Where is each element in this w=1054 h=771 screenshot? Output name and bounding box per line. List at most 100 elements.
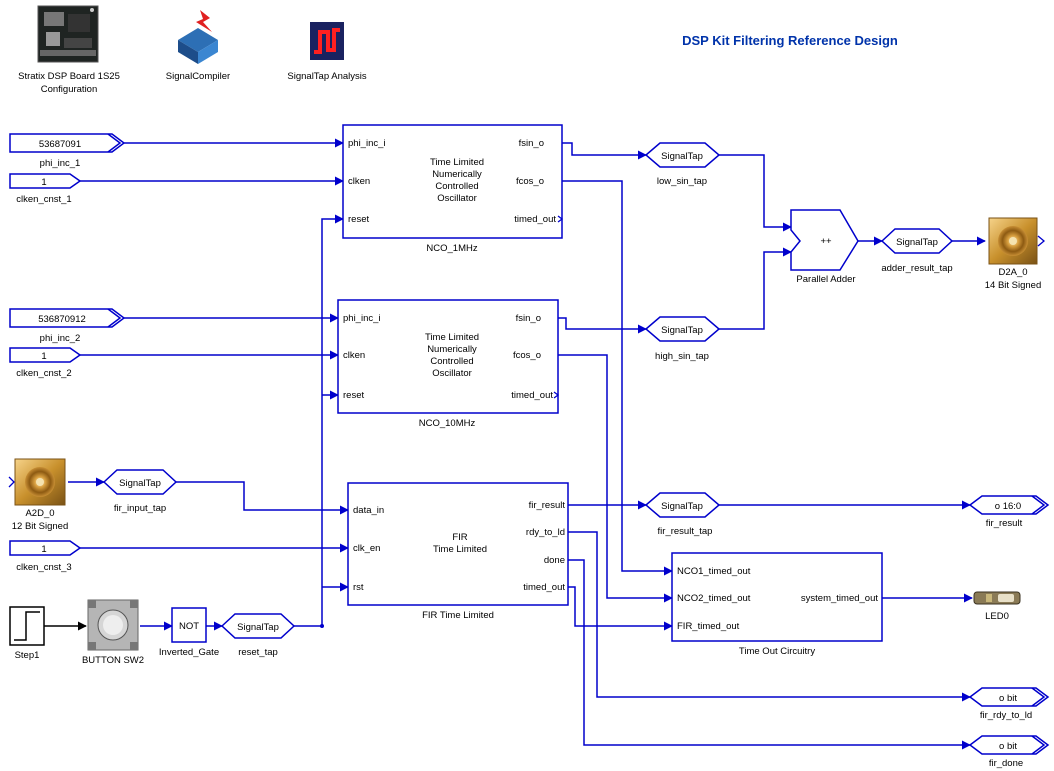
a2d-name: A2D_0	[25, 508, 54, 519]
output-fir-rdy-name: fir_rdy_to_ld	[980, 710, 1032, 721]
fir-result-tap-text: SignalTap	[661, 501, 703, 512]
board-label-2: Configuration	[41, 84, 98, 95]
signaltap-fir-result[interactable]: SignalTap	[646, 493, 719, 517]
a2d-sub: 12 Bit Signed	[12, 521, 69, 532]
fir-name: FIR Time Limited	[422, 610, 494, 621]
nco2-out-fcos: fcos_o	[513, 350, 541, 361]
fir-input-tap-name: fir_input_tap	[114, 503, 166, 514]
nco1-out-fsin: fsin_o	[519, 138, 544, 149]
fir-desc-2: Time Limited	[433, 544, 487, 555]
signaltap-label: SignalTap Analysis	[287, 71, 366, 82]
parallel-adder[interactable]: ++	[791, 210, 858, 270]
fir-in-rst: rst	[353, 582, 364, 593]
const-clken-cnst-2-name: clken_cnst_2	[16, 368, 71, 379]
high-sin-tap-text: SignalTap	[661, 325, 703, 336]
not-gate-text: NOT	[179, 621, 199, 632]
nco2-desc-2: Numerically	[427, 344, 477, 355]
const-clken-cnst-3[interactable]: 1	[10, 541, 80, 555]
nco2-in-phi: phi_inc_i	[343, 313, 381, 324]
const-phi-inc-1[interactable]: 53687091	[10, 134, 124, 152]
fir-desc-1: FIR	[452, 532, 467, 543]
nco2-name: NCO_10MHz	[419, 418, 476, 429]
output-fir-done-name: fir_done	[989, 758, 1023, 769]
nco2-in-reset: reset	[343, 390, 364, 401]
fir-block[interactable]: data_in clk_en rst fir_result rdy_to_ld …	[348, 483, 568, 605]
fir-result-tap-name: fir_result_tap	[658, 526, 713, 537]
fir-out-rdy: rdy_to_ld	[526, 527, 565, 538]
signalcompiler-label: SignalCompiler	[166, 71, 230, 82]
nco1-out-timed: timed_out	[514, 214, 556, 225]
timeout-out: system_timed_out	[801, 593, 878, 604]
not-gate[interactable]: NOT	[172, 608, 206, 642]
const-phi-inc-2[interactable]: 536870912	[10, 309, 124, 327]
output-fir-done[interactable]: o bit	[970, 736, 1048, 754]
nco-1mhz-block[interactable]: phi_inc_i clken reset fsin_o fcos_o time…	[343, 125, 562, 238]
const-clken-cnst-2[interactable]: 1	[10, 348, 80, 362]
step-name: Step1	[15, 650, 40, 661]
nco1-name: NCO_1MHz	[426, 243, 477, 254]
const-clken-cnst-1[interactable]: 1	[10, 174, 80, 188]
d2a-sub: 14 Bit Signed	[985, 280, 1042, 291]
signaltap-adder-result[interactable]: SignalTap	[882, 229, 952, 253]
board-label-1: Stratix DSP Board 1S25	[18, 71, 120, 82]
const-phi-inc-2-value: 536870912	[38, 314, 86, 325]
nco1-in-reset: reset	[348, 214, 369, 225]
led0-icon[interactable]	[974, 592, 1020, 604]
a2d-connector-icon[interactable]	[9, 459, 65, 505]
const-phi-inc-1-name: phi_inc_1	[40, 158, 81, 169]
output-fir-rdy-to-ld[interactable]: o bit	[970, 688, 1048, 706]
timeout-in-nco2: NCO2_timed_out	[677, 593, 751, 604]
d2a-name: D2A_0	[998, 267, 1027, 278]
signaltap-icon[interactable]	[310, 22, 344, 60]
button-name: BUTTON SW2	[82, 655, 144, 666]
nco-10mhz-block[interactable]: phi_inc_i clken reset fsin_o fcos_o time…	[338, 300, 558, 413]
signaltap-fir-input[interactable]: SignalTap	[104, 470, 176, 494]
adder-tap-text: SignalTap	[896, 237, 938, 248]
fir-input-tap-text: SignalTap	[119, 478, 161, 489]
output-fir-done-text: o bit	[999, 741, 1017, 752]
nco2-out-timed: timed_out	[511, 390, 553, 401]
adder-name: Parallel Adder	[796, 274, 855, 285]
high-sin-tap-name: high_sin_tap	[655, 351, 709, 362]
nco1-desc-1: Time Limited	[430, 157, 484, 168]
nco2-in-clken: clken	[343, 350, 365, 361]
timeout-in-nco1: NCO1_timed_out	[677, 566, 751, 577]
fir-out-done: done	[544, 555, 565, 566]
const-clken-cnst-3-name: clken_cnst_3	[16, 562, 71, 573]
adder-symbol: ++	[820, 236, 832, 247]
board-icon[interactable]	[38, 6, 98, 62]
nco1-desc-4: Oscillator	[437, 193, 477, 204]
nco1-in-clken: clken	[348, 176, 370, 187]
nco2-out-fsin: fsin_o	[516, 313, 541, 324]
output-fir-result-text: o 16:0	[995, 501, 1021, 512]
nco2-desc-3: Controlled	[430, 356, 473, 367]
timeout-block[interactable]: NCO1_timed_out NCO2_timed_out FIR_timed_…	[672, 553, 882, 641]
step-block[interactable]	[10, 607, 44, 645]
not-gate-name: Inverted_Gate	[159, 647, 219, 658]
signaltap-low-sin[interactable]: SignalTap	[646, 143, 719, 167]
low-sin-tap-name: low_sin_tap	[657, 176, 707, 187]
fir-in-clk: clk_en	[353, 543, 380, 554]
const-clken-cnst-2-value: 1	[41, 351, 46, 362]
output-fir-rdy-text: o bit	[999, 693, 1017, 704]
signaltap-high-sin[interactable]: SignalTap	[646, 317, 719, 341]
signalcompiler-icon[interactable]	[178, 10, 218, 64]
const-clken-cnst-3-value: 1	[41, 544, 46, 555]
signaltap-reset[interactable]: SignalTap	[222, 614, 294, 638]
const-clken-cnst-1-name: clken_cnst_1	[16, 194, 71, 205]
nco2-desc-1: Time Limited	[425, 332, 479, 343]
d2a-connector-icon[interactable]	[989, 218, 1044, 264]
page-title: DSP Kit Filtering Reference Design	[682, 33, 898, 48]
const-phi-inc-1-value: 53687091	[39, 139, 81, 150]
button-sw2-icon[interactable]	[88, 600, 138, 650]
led-name: LED0	[985, 611, 1009, 622]
output-fir-result[interactable]: o 16:0	[970, 496, 1048, 514]
adder-tap-name: adder_result_tap	[881, 263, 952, 274]
reset-tap-text: SignalTap	[237, 622, 279, 633]
nco1-desc-2: Numerically	[432, 169, 482, 180]
timeout-in-fir: FIR_timed_out	[677, 621, 740, 632]
output-fir-result-name: fir_result	[986, 518, 1023, 529]
low-sin-tap-text: SignalTap	[661, 151, 703, 162]
nco1-desc-3: Controlled	[435, 181, 478, 192]
